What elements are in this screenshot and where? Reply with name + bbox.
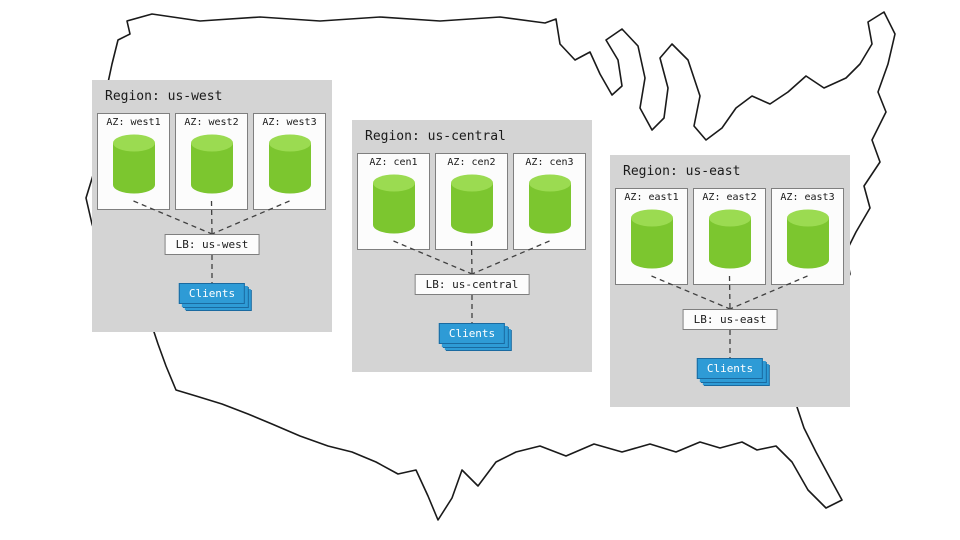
- load-balancer-box: LB: us-east: [682, 309, 778, 330]
- load-balancer-box: LB: us-west: [164, 234, 260, 255]
- az-box-west2: AZ: west2: [175, 113, 248, 210]
- database-cylinder-icon: [786, 209, 829, 269]
- az-box-west3: AZ: west3: [253, 113, 326, 210]
- region-us-central: Region: us-central AZ: cen1 AZ: cen2 AZ:…: [352, 120, 592, 372]
- region-title: Region: us-west: [105, 89, 223, 104]
- az-box-east2: AZ: east2: [693, 188, 766, 285]
- az-box-cen1: AZ: cen1: [357, 153, 430, 250]
- region-us-east: Region: us-east AZ: east1 AZ: east2 AZ: …: [610, 155, 850, 407]
- region-title: Region: us-east: [623, 164, 741, 179]
- az-label: AZ: west3: [262, 117, 317, 128]
- database-cylinder-icon: [372, 174, 415, 234]
- load-balancer-box: LB: us-central: [414, 274, 530, 295]
- database-cylinder-icon: [190, 134, 233, 194]
- clients-box: Clients: [438, 323, 506, 344]
- region-title: Region: us-central: [365, 129, 506, 144]
- az-box-east3: AZ: east3: [771, 188, 844, 285]
- az-row: AZ: west1 AZ: west2 AZ: west3: [97, 113, 326, 210]
- az-label: AZ: cen3: [525, 157, 574, 168]
- database-cylinder-icon: [450, 174, 493, 234]
- az-label: AZ: west1: [106, 117, 161, 128]
- az-row: AZ: east1 AZ: east2 AZ: east3: [615, 188, 844, 285]
- az-label: AZ: east2: [702, 192, 757, 203]
- database-cylinder-icon: [630, 209, 673, 269]
- az-box-west1: AZ: west1: [97, 113, 170, 210]
- database-cylinder-icon: [112, 134, 155, 194]
- az-label: AZ: east3: [780, 192, 835, 203]
- database-cylinder-icon: [268, 134, 311, 194]
- az-row: AZ: cen1 AZ: cen2 AZ: cen3: [357, 153, 586, 250]
- region-us-west: Region: us-west AZ: west1 AZ: west2 AZ: …: [92, 80, 332, 332]
- az-box-cen3: AZ: cen3: [513, 153, 586, 250]
- database-cylinder-icon: [708, 209, 751, 269]
- az-box-east1: AZ: east1: [615, 188, 688, 285]
- az-box-cen2: AZ: cen2: [435, 153, 508, 250]
- clients-box: Clients: [178, 283, 246, 304]
- az-label: AZ: cen2: [447, 157, 496, 168]
- az-label: AZ: east1: [624, 192, 679, 203]
- clients-box: Clients: [696, 358, 764, 379]
- az-label: AZ: west2: [184, 117, 239, 128]
- az-label: AZ: cen1: [369, 157, 418, 168]
- database-cylinder-icon: [528, 174, 571, 234]
